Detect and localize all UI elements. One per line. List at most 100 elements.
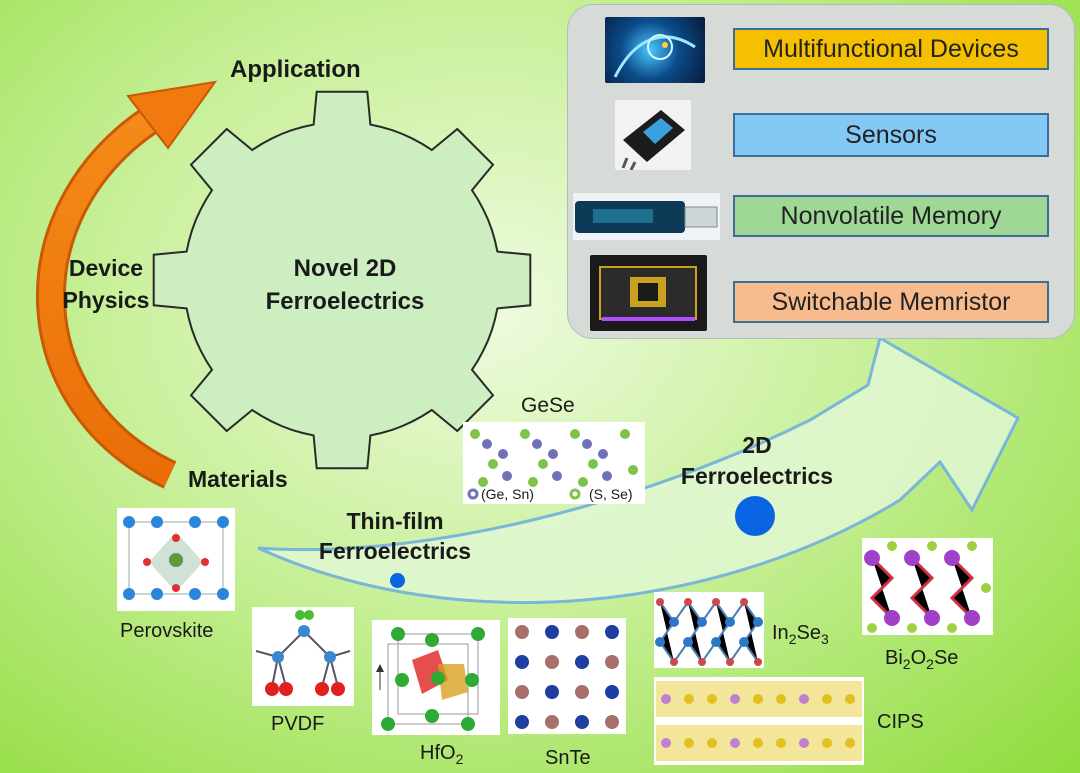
snte-atom <box>545 655 559 669</box>
cips-atom <box>684 694 694 704</box>
snte-atom <box>575 685 589 699</box>
snte-label: SnTe <box>545 747 591 769</box>
cips-atom <box>753 694 763 704</box>
in2se3-label: In2Se3 <box>772 622 829 647</box>
device-physics-label: Device Physics <box>52 252 160 316</box>
cips-atom <box>822 738 832 748</box>
in2se3-b: Se <box>796 622 821 644</box>
in2se3-a: In <box>772 622 789 644</box>
bi2o2se-c: Se <box>933 647 959 669</box>
cips-label: CIPS <box>877 711 924 733</box>
gear-title-line1: Novel 2D <box>293 255 397 282</box>
perovskite-structure-image <box>117 508 235 611</box>
hfo2-structure-image <box>372 620 500 735</box>
thin-film-line1: Thin-film <box>346 508 444 534</box>
cips-atom <box>799 738 809 748</box>
twod-line2: Ferroelectrics <box>680 463 834 489</box>
app-sensors: Sensors <box>733 113 1049 157</box>
pvdf-structure-image <box>252 607 354 706</box>
cips-atom <box>845 694 855 704</box>
perovskite-lattice <box>123 516 229 600</box>
bi2o2se-sub1: 2 <box>902 656 911 672</box>
in2se3-sub1: 2 <box>788 631 797 647</box>
in2se3-sub2: 3 <box>820 631 829 647</box>
sensor-image <box>615 100 691 170</box>
snte-atom <box>575 655 589 669</box>
usb-drive-image <box>573 193 720 240</box>
hfo2-sub: 2 <box>455 751 464 767</box>
bi2o2se-sub2: 2 <box>926 656 934 672</box>
big-dot <box>735 496 775 536</box>
cips-atom <box>730 694 740 704</box>
cips-atom <box>707 694 717 704</box>
gear-title-line2: Ferroelectrics <box>265 288 425 315</box>
in2se3-lattice <box>655 598 763 666</box>
gear-title: Novel 2D Ferroelectrics <box>240 252 450 318</box>
usb-drive-icon <box>575 201 718 233</box>
cips-atom <box>845 738 855 748</box>
cips-atom <box>822 694 832 704</box>
gear-outline <box>152 90 532 470</box>
app-nonvolatile-memory: Nonvolatile Memory <box>733 195 1049 237</box>
memristor-chip-image <box>590 255 707 331</box>
glow-device-icon <box>613 34 696 78</box>
materials-label: Materials <box>188 466 288 492</box>
in2se3-structure-image <box>654 592 764 668</box>
snte-lattice <box>515 625 619 729</box>
hfo2-base: HfO <box>420 742 456 764</box>
gese-lattice <box>467 429 638 500</box>
snte-atom <box>605 715 619 729</box>
snte-atom <box>515 685 529 699</box>
gese-structure-image: (Ge, Sn) (S, Se) <box>463 422 645 504</box>
cips-atom <box>661 738 671 748</box>
thin-film-label: Thin-film Ferroelectrics <box>300 506 490 566</box>
snte-structure-image <box>508 618 626 734</box>
cips-atom <box>753 738 763 748</box>
cips-lattice <box>656 681 862 761</box>
sensor-board-icon <box>621 110 685 170</box>
snte-atom <box>605 685 619 699</box>
pvdf-label: PVDF <box>271 713 325 735</box>
gese-legend-b: (S, Se) <box>589 486 633 502</box>
hfo2-label: HfO2 <box>420 742 463 767</box>
snte-atom <box>605 625 619 639</box>
cips-atom <box>799 694 809 704</box>
app-multifunctional-devices: Multifunctional Devices <box>733 28 1049 70</box>
snte-atom <box>545 625 559 639</box>
small-dot <box>390 573 405 588</box>
chip-icon <box>599 266 697 321</box>
snte-atom <box>515 715 529 729</box>
cips-atom <box>776 694 786 704</box>
snte-atom <box>575 715 589 729</box>
perovskite-label: Perovskite <box>120 620 214 642</box>
snte-atom <box>545 715 559 729</box>
cips-atom <box>730 738 740 748</box>
snte-atom <box>605 655 619 669</box>
cips-atom <box>707 738 717 748</box>
bi2o2se-a: Bi <box>885 647 903 669</box>
thin-film-line2: Ferroelectrics <box>318 538 472 564</box>
hfo2-lattice <box>376 627 485 731</box>
twod-line1: 2D <box>742 432 772 458</box>
bi2o2se-structure-image <box>862 538 993 635</box>
application-label: Application <box>230 56 361 83</box>
snte-atom <box>515 655 529 669</box>
pvdf-molecule <box>255 610 351 696</box>
bi2o2se-label: Bi2O2Se <box>885 647 958 672</box>
twod-ferroelectrics-label: 2D Ferroelectrics <box>662 430 852 492</box>
cips-structure-image <box>654 677 864 765</box>
bi2o2se-b: O <box>910 647 927 669</box>
bi2o2se-lattice <box>864 541 991 633</box>
snte-atom <box>545 685 559 699</box>
multifunctional-device-image <box>605 17 705 83</box>
gese-legend-a: (Ge, Sn) <box>481 486 534 502</box>
device-physics-line1: Device <box>68 255 144 281</box>
device-physics-line2: Physics <box>62 287 150 313</box>
app-switchable-memristor: Switchable Memristor <box>733 281 1049 323</box>
gese-title: GeSe <box>521 394 575 417</box>
snte-atom <box>575 625 589 639</box>
cips-atom <box>776 738 786 748</box>
